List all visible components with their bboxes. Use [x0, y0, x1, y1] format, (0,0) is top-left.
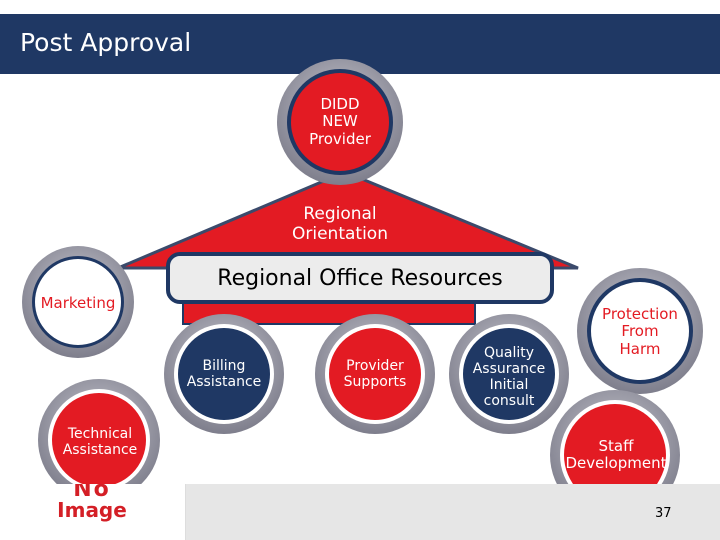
label-billing: Billing Assistance — [186, 357, 262, 390]
banner-label: Regional Office Resources — [217, 265, 503, 291]
logo-bottom-text: Image — [57, 498, 127, 522]
label-provider-supports: Provider Supports — [343, 357, 407, 390]
no-image-logo: No Image — [0, 484, 186, 540]
label-protection: Protection From Harm — [602, 305, 678, 358]
page-number: 37 — [655, 506, 672, 521]
node-staff-development — [550, 390, 680, 520]
logo-top-text: No — [73, 484, 111, 498]
node-marketing — [22, 246, 134, 358]
label-regional-orientation: Regional Orientation — [292, 204, 388, 244]
node-technical — [38, 379, 160, 501]
banner-box — [166, 252, 554, 304]
label-quality-assurance: Quality Assurance Initial consult — [472, 344, 546, 410]
slide-title: Post Approval — [20, 28, 192, 57]
label-technical: Technical Assistance — [62, 425, 138, 458]
label-didd-new-provider: DIDD NEW Provider — [309, 95, 371, 148]
label-staff-development: Staff Development — [565, 436, 667, 472]
node-didd-new-provider — [277, 59, 403, 185]
node-protection — [577, 268, 703, 394]
node-provider-supports — [315, 314, 435, 434]
label-marketing: Marketing — [40, 294, 116, 313]
node-quality-assurance — [449, 314, 569, 434]
node-billing — [164, 314, 284, 434]
